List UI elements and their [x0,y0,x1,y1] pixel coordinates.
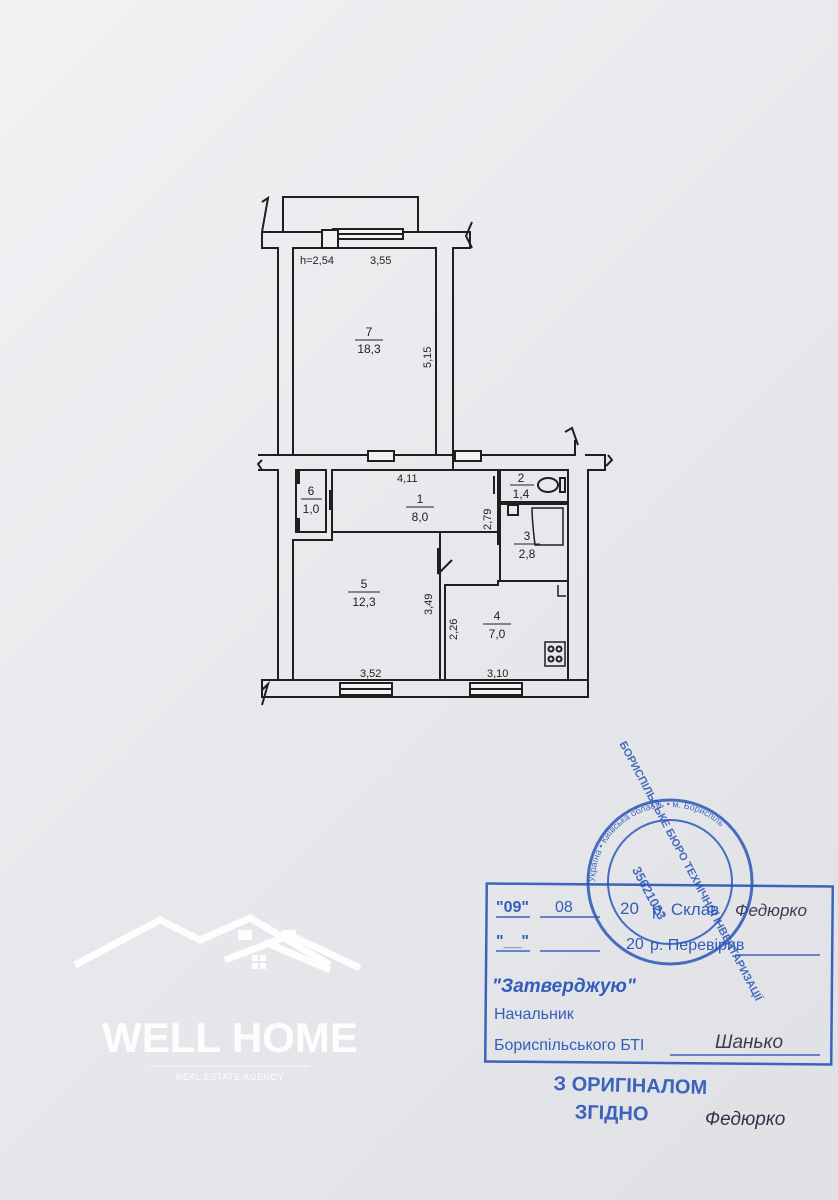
room-number: 7 [366,325,373,339]
room-3-label: 3 2,8 [514,529,540,561]
dim-room5-width: 3,52 [360,668,381,680]
seal-inner-ring [607,819,733,945]
room-area: 1,4 [513,487,530,501]
room-area: 12,3 [352,595,376,609]
room-number: 1 [417,492,424,506]
room-area: 1,0 [303,502,320,516]
stamp-blank-year: 20 [626,936,644,953]
stamp-month: 08 [555,899,573,916]
copy-stamp-signature: Федюрко [705,1109,785,1130]
approval-box-border [483,882,835,1066]
room-1-label: 1 8,0 [406,492,434,524]
room-6-label: 6 1,0 [301,484,322,516]
door-room7 [367,450,395,462]
stamp-checked-label: р. Перевірив [650,937,744,954]
stamp-compiled-label: р. Склав [652,900,719,919]
logo-tagline: REAL ESTATE AGENCY [176,1072,284,1082]
dim-room7-length: 5,15 [422,347,434,368]
house-roof-icon [73,914,332,969]
dim-kitchen-side: 2,26 [448,619,460,640]
room-4-label: 4 7,0 [483,609,511,641]
stamp-year: 20 [620,899,639,918]
ceiling-height-label: h=2,54 [300,255,334,267]
room-number: 6 [308,484,315,498]
stamp-position-2: Бориспільського БТІ [494,1037,644,1054]
stamp-blank-day: "__" [496,933,529,950]
room-number: 4 [494,609,501,623]
door-entrance [454,450,482,462]
room-number: 2 [518,471,525,485]
dim-corridor-width: 4,11 [397,473,418,485]
room-7-label: 7 18,3 [355,325,383,356]
dim-room7-width: 3,55 [370,255,391,267]
stamp-approve: "Затверджую" [492,976,637,997]
dim-kitchen-width: 3,10 [487,668,508,680]
seal-outer-ring [586,798,754,966]
wc-outline [499,469,569,503]
room-5-label: 5 12,3 [348,577,380,609]
closet-outline [295,469,327,533]
logo-name: WELL HOME [102,1014,358,1061]
room-area: 8,0 [412,510,429,524]
wall-bottom [261,679,589,698]
copy-stamp-line-2: ЗГІДНО [575,1102,649,1126]
room-area: 2,8 [519,547,536,561]
room-number: 5 [361,577,368,591]
dim-room5-length: 3,49 [423,594,435,615]
room-area: 18,3 [357,342,381,356]
room-area: 7,0 [489,627,506,641]
room-2-label: 2 1,4 [510,471,534,501]
wall-left-upper [261,232,279,455]
stamp-day: "09" [496,899,529,916]
compiled-by-signature: Федюрко [735,901,807,920]
room-7-outline [292,247,437,456]
copy-stamp-line-1: З ОРИГІНАЛОМ [553,1073,707,1099]
room-number: 3 [524,529,531,543]
dim-corridor-side: 2,79 [482,509,494,530]
stamp-position-1: Начальник [494,1006,575,1023]
head-signature: Шанько [715,1032,783,1053]
